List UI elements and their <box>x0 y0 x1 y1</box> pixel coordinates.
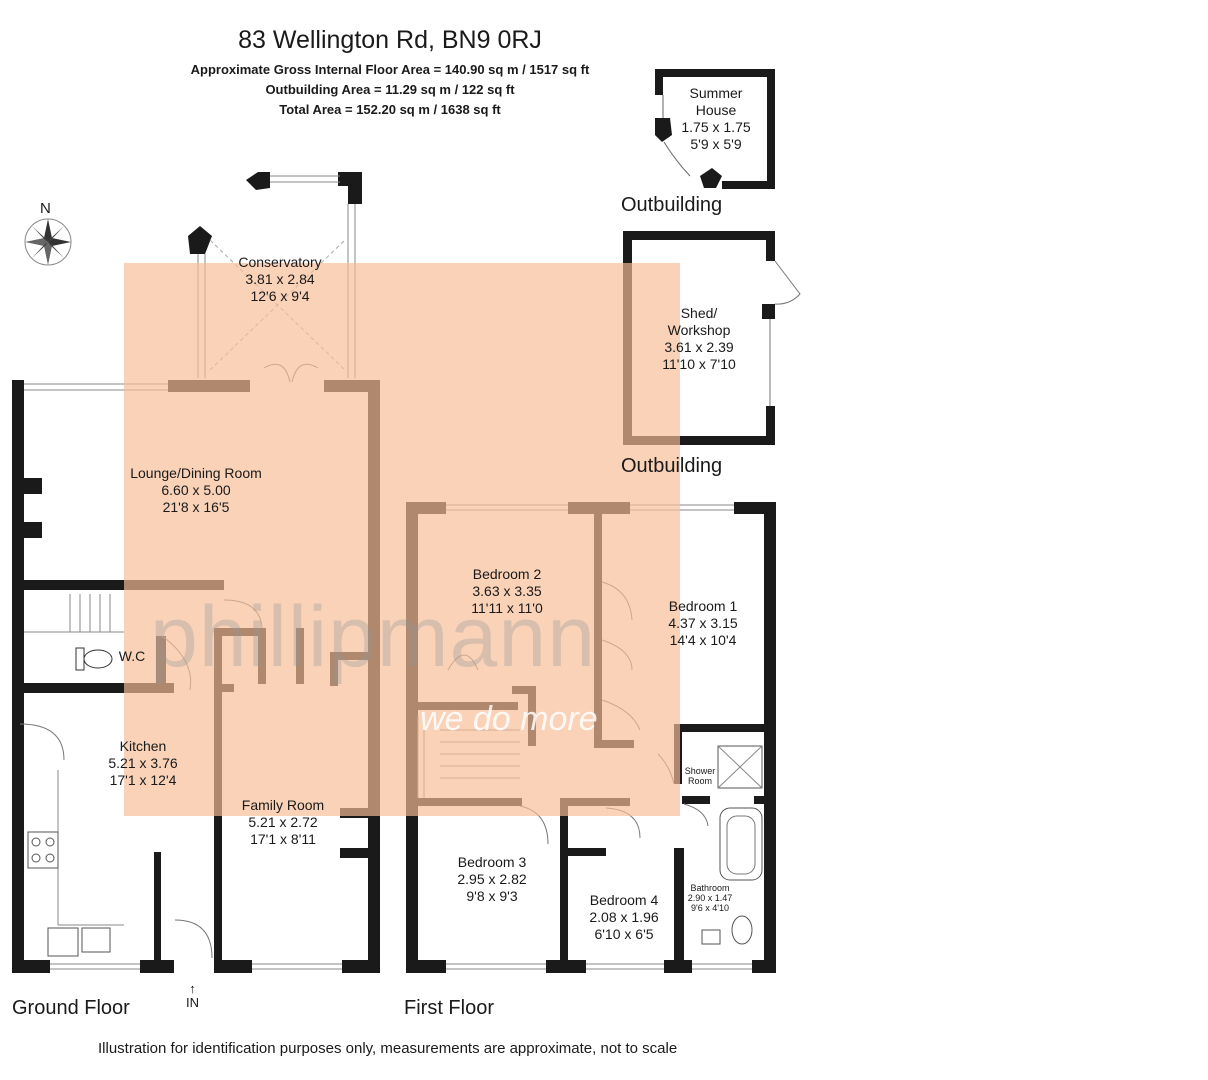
room-imperial: 14'4 x 10'4 <box>669 632 737 648</box>
watermark-brand: phillipmann <box>150 589 597 685</box>
room-imperial: 17'1 x 8'11 <box>250 831 316 847</box>
room-metric: 2.90 x 1.47 <box>687 893 733 903</box>
room-name-line2: Workshop <box>667 322 731 338</box>
room-bedroom-2: Bedroom 2 3.63 x 3.35 11'11 x 11'0 <box>455 566 559 617</box>
watermark-tagline: we do more <box>420 700 598 738</box>
outbuilding-label-shed: Outbuilding <box>621 455 723 477</box>
room-name: Bedroom 2 <box>472 566 542 582</box>
entrance-arrow-icon: ↑ <box>189 981 196 996</box>
room-imperial: 11'10 x 7'10 <box>662 356 736 372</box>
room-bathroom: Bathroom 2.90 x 1.47 9'6 x 4'10 <box>684 883 736 913</box>
room-imperial: 5'9 x 5'9 <box>690 136 742 152</box>
room-kitchen: Kitchen 5.21 x 3.76 17'1 x 12'4 <box>88 738 198 789</box>
room-name: W.C <box>118 648 146 664</box>
room-name-line1: Shed/ <box>680 305 718 321</box>
room-name: Conservatory <box>238 254 322 270</box>
room-imperial: 21'8 x 16'5 <box>162 499 230 515</box>
room-metric: 3.61 x 2.39 <box>664 339 734 355</box>
room-name-line1: Shower <box>684 766 716 776</box>
total-area-text: Total Area = 152.20 sq m / 1638 sq ft <box>279 102 501 117</box>
room-metric: 2.08 x 1.96 <box>589 909 659 925</box>
room-imperial: 11'11 x 11'0 <box>471 600 543 616</box>
outbuilding-label-summer: Outbuilding <box>621 194 723 216</box>
room-bedroom-1: Bedroom 1 4.37 x 3.15 14'4 x 10'4 <box>652 598 754 649</box>
gross-area-text: Approximate Gross Internal Floor Area = … <box>190 62 590 77</box>
room-metric: 6.60 x 5.00 <box>161 482 231 498</box>
room-name: Bedroom 1 <box>668 598 738 614</box>
room-metric: 3.63 x 3.35 <box>472 583 542 599</box>
room-name: Bedroom 3 <box>457 854 527 870</box>
outbuilding-area-text: Outbuilding Area = 11.29 sq m / 122 sq f… <box>265 82 515 97</box>
room-metric: 2.95 x 2.82 <box>457 871 527 887</box>
address-title: 83 Wellington Rd, BN9 0RJ <box>238 26 542 54</box>
room-lounge: Lounge/Dining Room 6.60 x 5.00 21'8 x 16… <box>116 465 276 516</box>
room-shed: Shed/ Workshop 3.61 x 2.39 11'10 x 7'10 <box>648 305 750 373</box>
room-bedroom-4: Bedroom 4 2.08 x 1.96 6'10 x 6'5 <box>578 892 670 943</box>
summer-house-walls <box>655 69 775 189</box>
room-bedroom-3: Bedroom 3 2.95 x 2.82 9'8 x 9'3 <box>440 854 544 905</box>
ground-floor-label: Ground Floor <box>12 997 130 1019</box>
highlight-overlay <box>124 263 680 816</box>
entrance-label: ↑ IN <box>186 981 199 1010</box>
first-floor-label: First Floor <box>404 997 494 1019</box>
room-name-line2: House <box>695 102 737 118</box>
room-metric: 4.37 x 3.15 <box>668 615 738 631</box>
compass-rose-icon <box>24 218 72 266</box>
room-family: Family Room 5.21 x 2.72 17'1 x 8'11 <box>228 797 338 848</box>
room-shower: Shower Room <box>682 766 718 786</box>
room-metric: 5.21 x 2.72 <box>248 814 318 830</box>
room-metric: 5.21 x 3.76 <box>108 755 178 771</box>
disclaimer-text: Illustration for identification purposes… <box>98 1040 678 1057</box>
room-conservatory: Conservatory 3.81 x 2.84 12'6 x 9'4 <box>226 254 334 305</box>
room-name: Bedroom 4 <box>589 892 659 908</box>
entrance-text: IN <box>186 995 199 1010</box>
room-imperial: 6'10 x 6'5 <box>594 926 654 942</box>
room-summer-house: Summer House 1.75 x 1.75 5'9 x 5'9 <box>672 85 760 153</box>
room-metric: 3.81 x 2.84 <box>245 271 315 287</box>
room-metric: 1.75 x 1.75 <box>681 119 751 135</box>
room-name: Kitchen <box>119 738 167 754</box>
room-imperial: 12'6 x 9'4 <box>250 288 310 304</box>
room-name-line2: Room <box>687 776 712 786</box>
room-name: Lounge/Dining Room <box>130 465 262 481</box>
room-name: Bathroom <box>690 883 730 893</box>
room-name-line1: Summer <box>689 85 743 101</box>
room-imperial: 17'1 x 12'4 <box>109 772 177 788</box>
compass-north-label: N <box>40 200 51 217</box>
room-imperial: 9'6 x 4'10 <box>691 903 729 913</box>
room-name: Family Room <box>241 797 325 813</box>
room-imperial: 9'8 x 9'3 <box>466 888 518 904</box>
room-wc: W.C <box>110 648 154 665</box>
